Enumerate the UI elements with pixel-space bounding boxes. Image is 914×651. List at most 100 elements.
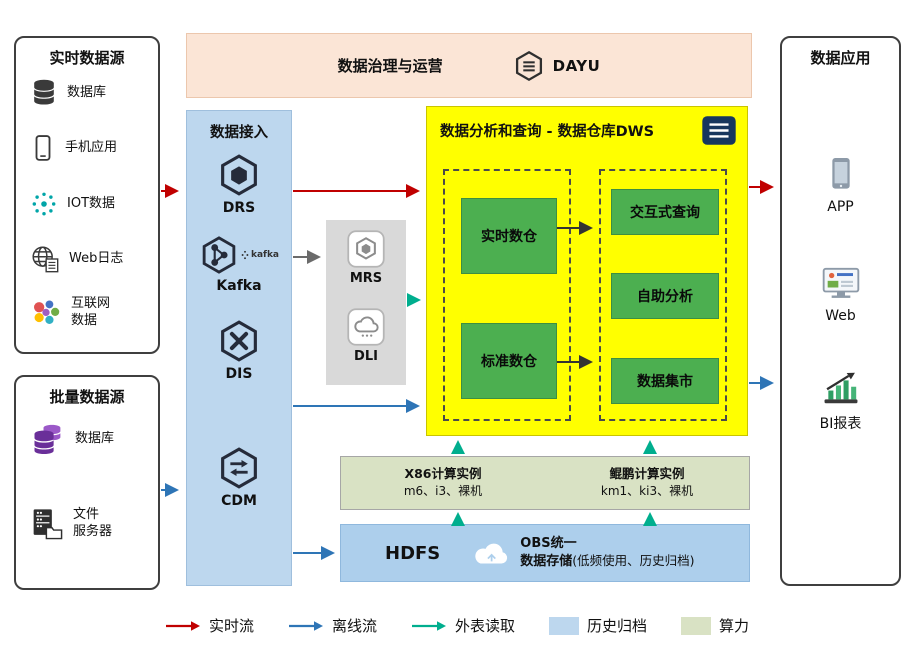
application-item-label: Web [825, 308, 856, 324]
ingestion-title: 数据接入 [210, 125, 268, 141]
ingestion-item-kafka: kafka Kafka [187, 235, 291, 294]
legend-label: 离线流 [331, 617, 377, 635]
obs-storage-text: OBS统一数据存储(低频使用、历史归档) [520, 535, 694, 570]
governance-bar: 数据治理与运营 DAYU [186, 33, 752, 98]
compute-x86-title: X86计算实例 [404, 466, 482, 482]
source-item-label: IOT数据 [67, 195, 116, 211]
internet-data-icon [30, 298, 62, 328]
application-item-app: APP [782, 156, 899, 215]
compute-kunpeng-subtitle: km1、ki3、裸机 [600, 484, 694, 499]
cdm-icon [217, 446, 261, 490]
mart-self-service-analysis: 自助分析 [611, 273, 719, 319]
ingestion-item-label: DRS [222, 200, 256, 216]
source-item-internet-data: 互联网数据 [16, 296, 158, 330]
warehouse-group: 实时数仓 标准数仓 [443, 169, 571, 421]
analytics-services-box: MRS DLI [326, 220, 406, 385]
app-phone-icon [825, 156, 857, 192]
source-item-label: 数据库 [67, 84, 107, 100]
ingestion-item-label: DIS [225, 366, 253, 382]
compute-kunpeng-title: 鲲鹏计算实例 [609, 466, 685, 482]
history-archive-swatch [549, 616, 579, 635]
source-item-label: 文件服务器 [73, 507, 113, 539]
legend-item-offline-flow: 离线流 [288, 615, 377, 636]
warehouse-standard: 标准数仓 [461, 323, 557, 399]
legend-label: 外表读取 [454, 617, 515, 635]
realtime-sources-title: 实时数据源 [49, 49, 125, 67]
mobile-phone-icon [30, 134, 56, 163]
source-item-mobile-app: 手机应用 [16, 134, 158, 163]
legend-item-history-archive: 历史归档 [549, 615, 647, 636]
hdfs-label: HDFS [385, 542, 441, 564]
legend-item-compute-power: 算力 [681, 615, 749, 636]
dli-icon [347, 308, 385, 346]
database-purple-icon [30, 422, 66, 456]
dayu-logo-text: DAYU [552, 56, 601, 75]
source-item-database-batch: 数据库 [16, 422, 158, 456]
legend-label: 实时流 [208, 617, 254, 635]
dis-icon [217, 319, 261, 363]
kafka-wordmark: kafka [241, 250, 279, 260]
compute-kunpeng: 鲲鹏计算实例 km1、ki3、裸机 [545, 457, 749, 509]
application-item-bi-report: BI报表 [782, 370, 899, 433]
applications-panel: 数据应用 APP [780, 36, 901, 586]
ingestion-item-label: Kafka [216, 278, 262, 294]
source-item-label: Web日志 [69, 250, 124, 266]
storage-bar: HDFS OBS统一数据存储(低频使用、历史归档) [340, 524, 750, 582]
dayu-logo: DAYU [513, 50, 601, 82]
legend-item-external-read: 外表读取 [411, 615, 515, 636]
ingestion-item-label: CDM [221, 493, 257, 509]
compute-instances-bar: X86计算实例 m6、i3、裸机 鲲鹏计算实例 km1、ki3、裸机 [340, 456, 750, 510]
file-server-icon [30, 507, 64, 541]
red-arrow-icon [165, 620, 200, 631]
marts-group: 交互式查询 自助分析 数据集市 [599, 169, 727, 421]
source-item-file-server: 文件服务器 [16, 507, 158, 541]
application-item-label: APP [827, 199, 854, 215]
batch-sources-panel: 批量数据源 数据库 [14, 375, 160, 590]
applications-title: 数据应用 [810, 49, 871, 67]
legend-item-realtime-flow: 实时流 [165, 615, 254, 636]
application-item-label: BI报表 [819, 416, 862, 432]
web-log-icon [30, 244, 60, 274]
compute-x86-subtitle: m6、i3、裸机 [403, 484, 483, 499]
mart-data-mart: 数据集市 [611, 358, 719, 404]
ingestion-item-drs: DRS [187, 153, 291, 216]
realtime-sources-panel: 实时数据源 数据库 手机应用 [14, 36, 160, 354]
warehouse-realtime: 实时数仓 [461, 198, 557, 274]
obs-storage-note: (低频使用、历史归档) [572, 553, 695, 568]
obs-storage-label: OBS统一数据存储 [520, 536, 577, 569]
service-item-label: DLI [354, 349, 378, 364]
kafka-icon [199, 235, 239, 275]
compute-x86: X86计算实例 m6、i3、裸机 [341, 457, 545, 509]
dayu-icon [513, 50, 545, 82]
source-item-label: 手机应用 [65, 140, 118, 156]
compute-power-swatch [681, 616, 712, 635]
source-item-web-log: Web日志 [16, 244, 158, 274]
mrs-icon [347, 230, 385, 268]
web-browser-icon [821, 266, 861, 301]
iot-icon [30, 190, 58, 218]
source-item-iot: IOT数据 [16, 190, 158, 218]
kafka-dots-icon [241, 250, 249, 260]
source-item-database: 数据库 [16, 78, 158, 108]
dws-title-row: 数据分析和查询 - 数据仓库DWS [427, 107, 747, 146]
ingestion-item-dis: DIS [187, 319, 291, 382]
legend-label: 算力 [719, 617, 750, 635]
governance-title: 数据治理与运营 [337, 57, 443, 75]
batch-sources-title: 批量数据源 [49, 388, 125, 406]
kafka-icon-row: kafka [199, 235, 279, 275]
ingestion-item-cdm: CDM [187, 446, 291, 509]
bi-report-icon [822, 370, 860, 406]
source-item-label: 互联网数据 [71, 296, 111, 328]
service-item-mrs: MRS [326, 230, 406, 286]
service-item-dli: DLI [326, 308, 406, 364]
legend-label: 历史归档 [587, 617, 648, 635]
kafka-wordmark-text: kafka [250, 250, 280, 260]
application-item-web: Web [782, 266, 899, 324]
source-item-label: 数据库 [75, 430, 115, 446]
mart-interactive-query: 交互式查询 [611, 189, 719, 235]
ingestion-column: 数据接入 DRS [186, 110, 292, 586]
teal-arrow-icon [411, 620, 446, 631]
service-item-label: MRS [349, 271, 383, 286]
legend: 实时流 离线流 外表读取 历史归档 算力 [0, 615, 914, 636]
